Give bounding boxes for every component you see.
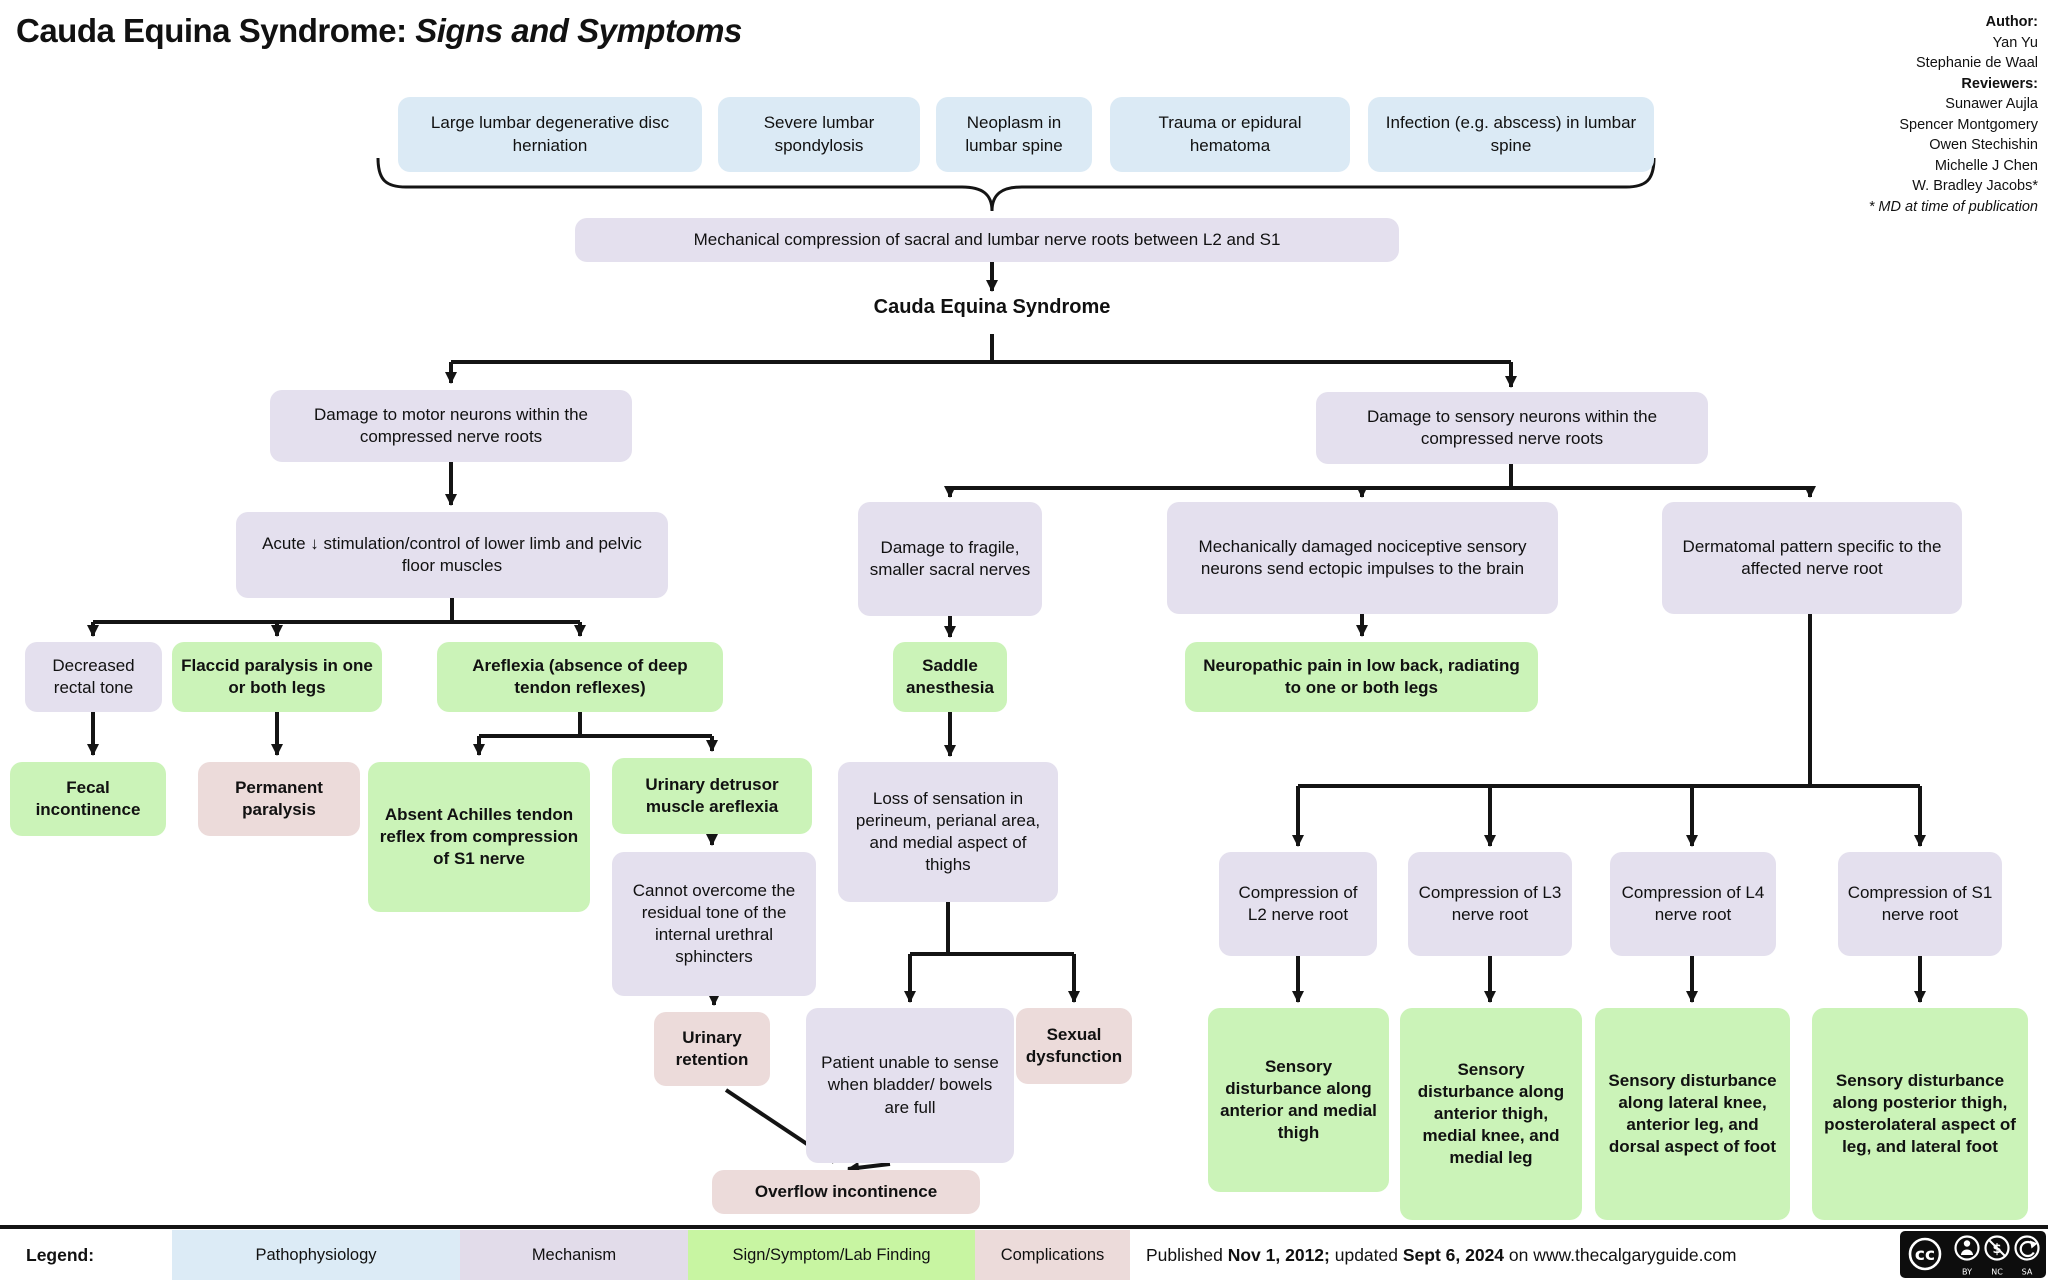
node-compression-l3: Compression of L3 nerve root — [1408, 852, 1572, 956]
credits-reviewer: Sunawer Aujla — [1945, 96, 2038, 112]
page-title-emphasis: Signs and Symptoms — [415, 12, 742, 49]
node-sensory-disturbance-l3: Sensory disturbance along anterior thigh… — [1400, 1008, 1582, 1220]
node-fecal-incontinence: Fecal incontinence — [10, 762, 166, 836]
node-cause-infection: Infection (e.g. abscess) in lumbar spine — [1368, 97, 1654, 172]
svg-text:$: $ — [1992, 1242, 2001, 1257]
node-sensory-disturbance-l2: Sensory disturbance along anterior and m… — [1208, 1008, 1389, 1192]
node-cause-disc-herniation: Large lumbar degenerative disc herniatio… — [398, 97, 702, 172]
legend-label: Legend: — [26, 1244, 95, 1265]
node-sensory-disturbance-l4: Sensory disturbance along lateral knee, … — [1595, 1008, 1790, 1220]
node-decreased-rectal-tone: Decreased rectal tone — [25, 642, 162, 712]
credits-footnote: * MD at time of publication — [1868, 198, 2038, 215]
node-mechanical-compression: Mechanical compression of sacral and lum… — [575, 218, 1399, 262]
cc-license-badge: cc $ BY NC SA — [1900, 1231, 2046, 1278]
node-damage-fragile-sacral-nerves: Damage to fragile, smaller sacral nerves — [858, 502, 1042, 616]
node-damage-motor-neurons: Damage to motor neurons within the compr… — [270, 390, 632, 462]
node-absent-achilles-reflex: Absent Achilles tendon reflex from compr… — [368, 762, 590, 912]
node-acute-decreased-stimulation: Acute ↓ stimulation/control of lower lim… — [236, 512, 668, 598]
credits-reviewer: W. Bradley Jacobs* — [1912, 178, 2038, 194]
legend-swatch-pathophysiology: Pathophysiology — [172, 1230, 460, 1280]
legend-swatch-mechanism: Mechanism — [460, 1230, 688, 1280]
node-neuropathic-pain: Neuropathic pain in low back, radiating … — [1185, 642, 1538, 712]
node-flaccid-paralysis: Flaccid paralysis in one or both legs — [172, 642, 382, 712]
credits-author-label: Author: — [1985, 14, 2038, 30]
noncommercial-dollar-icon: $ — [1984, 1235, 2010, 1261]
node-sensory-disturbance-s1: Sensory disturbance along posterior thig… — [1812, 1008, 2028, 1220]
page-title: Cauda Equina Syndrome: Signs and Symptom… — [16, 12, 742, 50]
credits-reviewer: Owen Stechishin — [1929, 137, 2038, 153]
legend-bar: Legend: Pathophysiology Mechanism Sign/S… — [0, 1230, 2048, 1280]
node-cause-spondylosis: Severe lumbar spondylosis — [718, 97, 920, 172]
node-patient-unable-to-sense: Patient unable to sense when bladder/ bo… — [806, 1008, 1014, 1163]
ces-heading: Cauda Equina Syndrome — [873, 296, 1111, 318]
node-overflow-incontinence: Overflow incontinence — [712, 1170, 980, 1214]
publication-info: Published Nov 1, 2012; updated Sept 6, 2… — [1146, 1244, 1737, 1265]
node-sexual-dysfunction: Sexual dysfunction — [1016, 1008, 1132, 1084]
credits-reviewer: Spencer Montgomery — [1899, 116, 2038, 133]
credits-reviewers-label: Reviewers: — [1961, 75, 2038, 92]
legend-swatch-complications: Complications — [975, 1230, 1130, 1280]
node-areflexia: Areflexia (absence of deep tendon reflex… — [437, 642, 723, 712]
node-urinary-detrusor-areflexia: Urinary detrusor muscle areflexia — [612, 758, 812, 834]
node-cause-neoplasm: Neoplasm in lumbar spine — [936, 97, 1092, 172]
credits-reviewer: Michelle J Chen — [1934, 157, 2038, 174]
node-urinary-retention: Urinary retention — [654, 1012, 770, 1086]
cc-sa-label: SA — [2022, 1268, 2033, 1277]
credits-block: Author: Yan Yu Stephanie de Waal Reviewe… — [1869, 12, 2038, 217]
credits-author: Stephanie de Waal — [1916, 55, 2038, 71]
sharealike-arrow-icon — [2014, 1235, 2040, 1261]
node-saddle-anesthesia: Saddle anesthesia — [893, 642, 1007, 712]
node-compression-s1: Compression of S1 nerve root — [1838, 852, 2002, 956]
attribution-person-icon — [1954, 1235, 1980, 1261]
node-damage-sensory-neurons: Damage to sensory neurons within the com… — [1316, 392, 1708, 464]
credits-author: Yan Yu — [1992, 34, 2038, 51]
svg-text:cc: cc — [1915, 1245, 1935, 1265]
node-compression-l4: Compression of L4 nerve root — [1610, 852, 1776, 956]
node-compression-l2: Compression of L2 nerve root — [1219, 852, 1377, 956]
page-title-main: Cauda Equina Syndrome: — [16, 12, 407, 49]
node-mechanically-damaged-nociceptive: Mechanically damaged nociceptive sensory… — [1167, 502, 1558, 614]
brace — [376, 157, 1656, 212]
cc-nc-label: NC — [1991, 1268, 2003, 1277]
node-cause-trauma: Trauma or epidural hematoma — [1110, 97, 1350, 172]
node-loss-of-sensation: Loss of sensation in perineum, perianal … — [838, 762, 1058, 902]
cc-by-label: BY — [1962, 1268, 1972, 1277]
legend-swatch-sign-symptom: Sign/Symptom/Lab Finding — [688, 1230, 975, 1280]
cc-logo-icon: cc — [1908, 1237, 1942, 1271]
node-cannot-overcome-tone: Cannot overcome the residual tone of the… — [612, 852, 816, 996]
node-permanent-paralysis: Permanent paralysis — [198, 762, 360, 836]
node-dermatomal-pattern: Dermatomal pattern specific to the affec… — [1662, 502, 1962, 614]
